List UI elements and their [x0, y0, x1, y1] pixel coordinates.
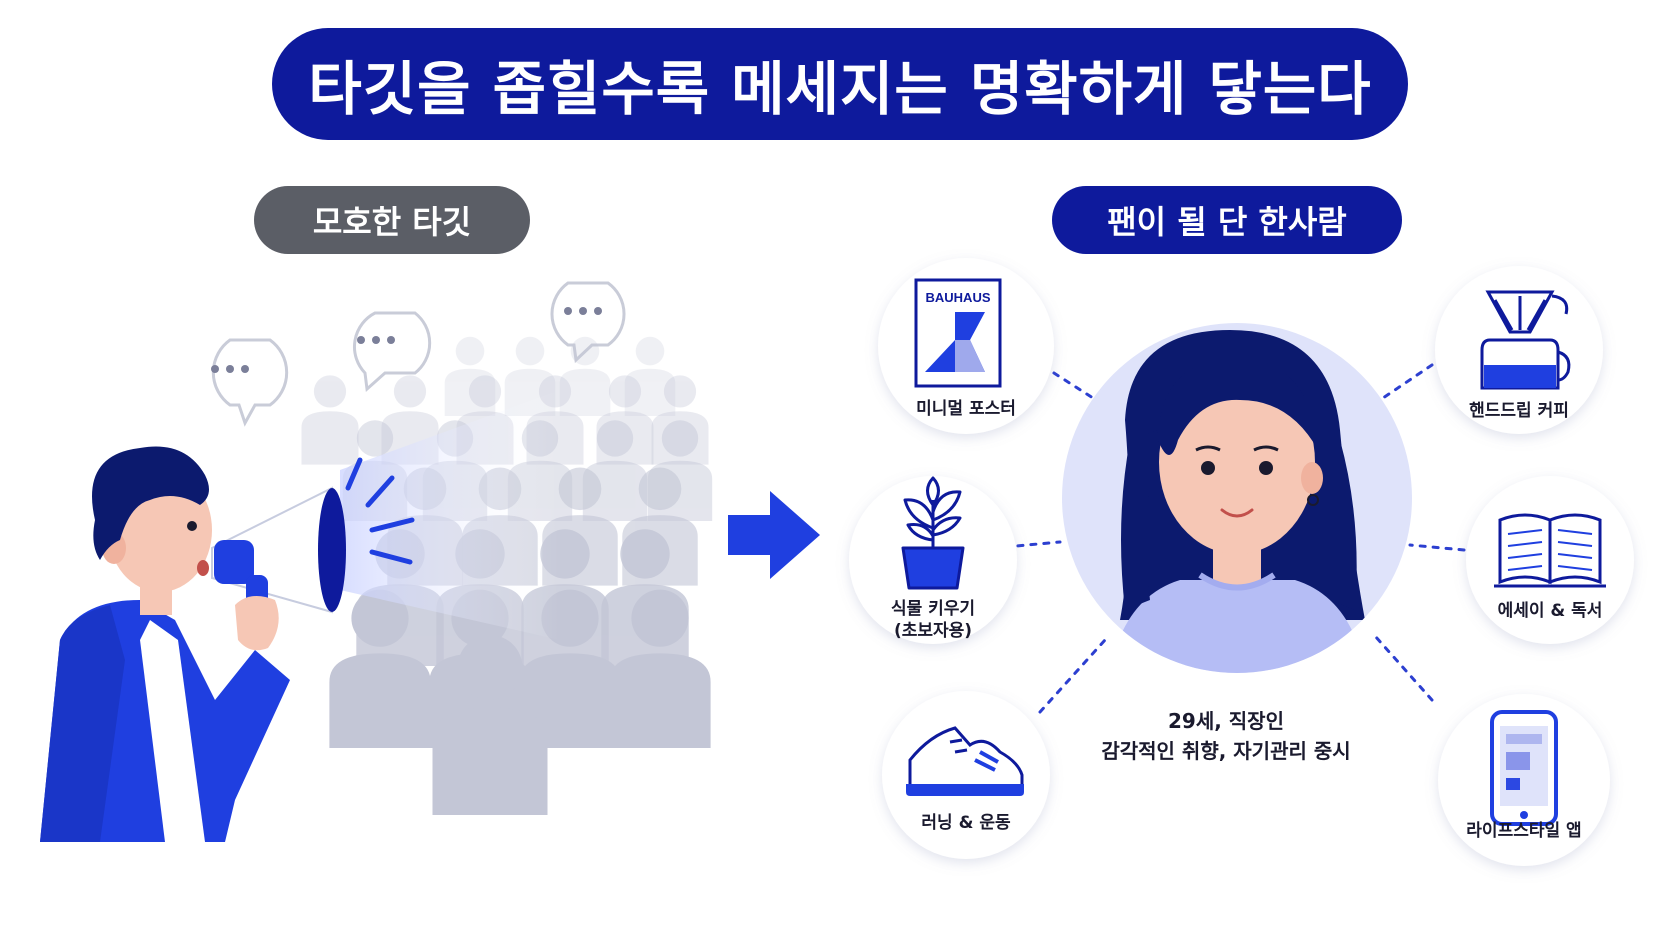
- speech-bubble-icon: [352, 311, 432, 393]
- man-with-megaphone-icon: [40, 446, 415, 842]
- crowd-person-icon: [651, 375, 709, 465]
- speech-bubble-icon: [211, 338, 289, 427]
- single-fan-label: 팬이 될 단 한사람: [1052, 186, 1402, 254]
- page-title: 타깃을 좁힐수록 메세지는 명확하게 닿는다: [272, 28, 1408, 140]
- smartphone-icon: [1490, 710, 1558, 826]
- persona-description: 29세, 직장인 감각적인 취향, 자기관리 중시: [1101, 706, 1350, 766]
- crowd-person-icon: [609, 589, 711, 748]
- crowd-person-icon: [624, 336, 676, 416]
- persona-avatar: [1062, 323, 1412, 673]
- coffee-dripper-icon: [1480, 290, 1571, 390]
- crowd-person-icon: [582, 420, 648, 521]
- speech-bubble-icon: [550, 281, 626, 364]
- persona-line-2: 감각적인 취향, 자기관리 중시: [1101, 739, 1351, 763]
- poster-badge-text: BAUHAUS: [926, 290, 991, 305]
- interest-label-plant: 식물 키우기 (초보자용): [891, 598, 975, 642]
- interest-label-plant-sub: (초보자용): [893, 621, 973, 641]
- connector-lines: [1003, 363, 1466, 714]
- crowd-person-icon: [432, 635, 548, 815]
- crowd-person-icon: [596, 375, 654, 465]
- vague-target-label: 모호한 타깃: [254, 186, 530, 254]
- plant-icon: [901, 476, 965, 590]
- interest-label-plant-main: 식물 키우기: [890, 599, 976, 619]
- crowd-person-icon: [444, 336, 496, 416]
- crowd-person-icon: [301, 375, 359, 465]
- interest-label-book: 에세이 & 독서: [1497, 601, 1603, 621]
- book-icon: [1494, 513, 1606, 588]
- crowd-person-icon: [329, 589, 431, 748]
- interest-label-poster: 미니멀 포스터: [916, 399, 1016, 419]
- interest-label-running: 러닝 & 운동: [921, 813, 1011, 833]
- sneaker-icon: [906, 726, 1024, 796]
- sound-beam: [340, 390, 560, 640]
- persona-line-1: 29세, 직장인: [1167, 709, 1284, 733]
- interest-label-coffee: 핸드드립 커피: [1469, 401, 1569, 421]
- poster-icon: BAUHAUS: [914, 278, 1002, 388]
- arrow-right-icon: [728, 491, 820, 579]
- interest-label-app: 라이프스타일 앱: [1466, 821, 1582, 841]
- crowd-person-icon: [559, 336, 611, 416]
